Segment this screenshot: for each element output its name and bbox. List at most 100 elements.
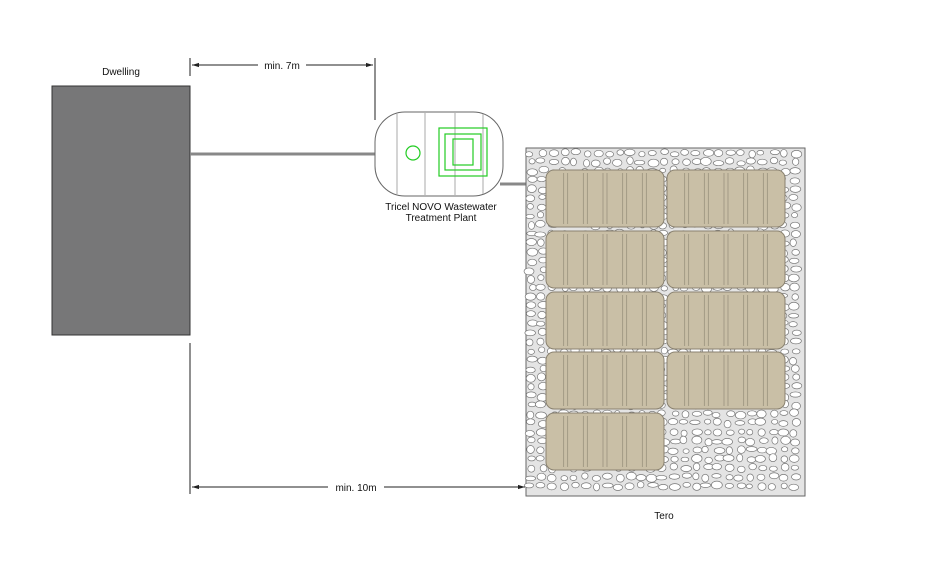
gravel-stone	[672, 410, 680, 417]
gravel-stone	[658, 484, 669, 491]
gravel-stone	[789, 391, 802, 398]
tero-module	[545, 412, 665, 471]
gravel-stone	[788, 194, 799, 201]
gravel-stone	[527, 175, 538, 183]
gravel-stone	[778, 473, 789, 482]
gravel-stone	[591, 475, 601, 482]
gravel-stone	[769, 472, 780, 480]
tero-module	[666, 351, 786, 410]
gravel-stone	[570, 157, 577, 167]
gravel-stone	[789, 282, 800, 292]
gravel-stone	[745, 438, 755, 447]
gravel-stone	[736, 453, 744, 463]
gravel-stone	[746, 429, 754, 436]
plant-access-cover-mid	[444, 133, 482, 171]
gravel-stone	[682, 482, 691, 488]
gravel-stone	[612, 483, 623, 491]
gravel-stone	[779, 410, 789, 416]
gravel-stone	[625, 471, 637, 481]
gravel-stone	[737, 436, 746, 444]
gravel-stone	[745, 483, 753, 489]
tero-module	[545, 351, 665, 410]
gravel-stone	[539, 464, 548, 473]
gravel-stone	[546, 474, 557, 483]
gravel-stone	[723, 420, 732, 429]
gravel-stone	[780, 149, 788, 158]
gravel-stone	[524, 430, 535, 437]
gravel-stone	[722, 454, 735, 462]
gravel-stone	[561, 157, 570, 166]
gravel-stone	[670, 151, 680, 158]
gravel-stone	[536, 428, 548, 437]
gravel-stone	[527, 464, 536, 473]
gravel-stone	[765, 447, 777, 456]
gravel-stone	[758, 465, 768, 472]
gravel-stone	[789, 185, 802, 193]
gravel-stone	[754, 455, 766, 463]
gravel-stone	[525, 391, 537, 399]
gravel-stone	[704, 418, 712, 425]
gravel-stone	[790, 149, 803, 159]
gravel-stone	[667, 418, 679, 426]
gravel-stone	[636, 481, 645, 489]
gravel-stone	[704, 456, 713, 464]
gravel-stone	[525, 475, 536, 482]
gravel-stone	[525, 366, 536, 374]
gravel-stone	[535, 411, 547, 420]
gravel-stone	[593, 482, 600, 492]
plant-inlet-hatch-icon	[405, 145, 421, 161]
gravel-stone	[691, 435, 703, 445]
gravel-stone	[603, 157, 611, 165]
gravel-stone	[535, 320, 546, 327]
gravel-stone	[713, 447, 726, 454]
gravel-stone	[699, 157, 712, 166]
gravel-stone	[691, 428, 703, 436]
gravel-stone	[537, 327, 548, 336]
gravel-stone	[526, 168, 538, 177]
plant-label-line1: Tricel NOVO Wastewater	[385, 202, 497, 213]
gravel-stone	[681, 472, 692, 479]
gravel-stone	[791, 293, 799, 301]
gravel-stone	[534, 231, 546, 238]
gravel-stone	[780, 348, 790, 355]
gravel-stone	[789, 257, 800, 264]
gravel-stone	[725, 474, 734, 481]
gravel-stone	[525, 238, 537, 246]
gravel-stone	[680, 429, 688, 437]
gravel-stone	[525, 374, 536, 383]
gravel-stone	[790, 337, 802, 345]
gravel-stone	[635, 474, 647, 482]
gravel-stone	[711, 480, 723, 490]
gravel-stone	[655, 475, 668, 481]
gravel-stone	[647, 482, 659, 488]
tero-module	[666, 291, 786, 350]
gravel-stone	[602, 472, 613, 480]
gravel-stone	[536, 292, 546, 301]
gravel-stone	[680, 149, 689, 156]
gravel-stone	[691, 454, 703, 463]
gravel-stone	[612, 158, 623, 167]
gravel-stone	[724, 483, 734, 489]
gravel-stone	[537, 372, 546, 382]
gravel-stone	[791, 348, 801, 355]
gravel-stone	[757, 428, 766, 437]
gravel-stone	[527, 455, 536, 462]
gravel-stone	[526, 355, 538, 363]
gravel-stone	[756, 150, 765, 156]
gravel-stone	[736, 160, 746, 167]
gravel-stone	[615, 473, 625, 483]
gravel-stone	[529, 284, 537, 291]
gravel-stone	[633, 159, 646, 166]
gravel-stone	[525, 301, 537, 309]
gravel-stone	[526, 310, 536, 317]
gravel-stone	[792, 373, 801, 381]
gravel-stone	[593, 149, 604, 158]
gravel-stone	[537, 311, 547, 319]
gravel-stone	[583, 159, 590, 168]
gravel-stone	[721, 438, 733, 446]
gravel-stone	[711, 473, 722, 479]
gravel-stone	[711, 439, 723, 445]
tero-label: Tero	[654, 511, 674, 522]
gravel-stone	[789, 177, 801, 185]
gravel-stone	[770, 149, 780, 155]
